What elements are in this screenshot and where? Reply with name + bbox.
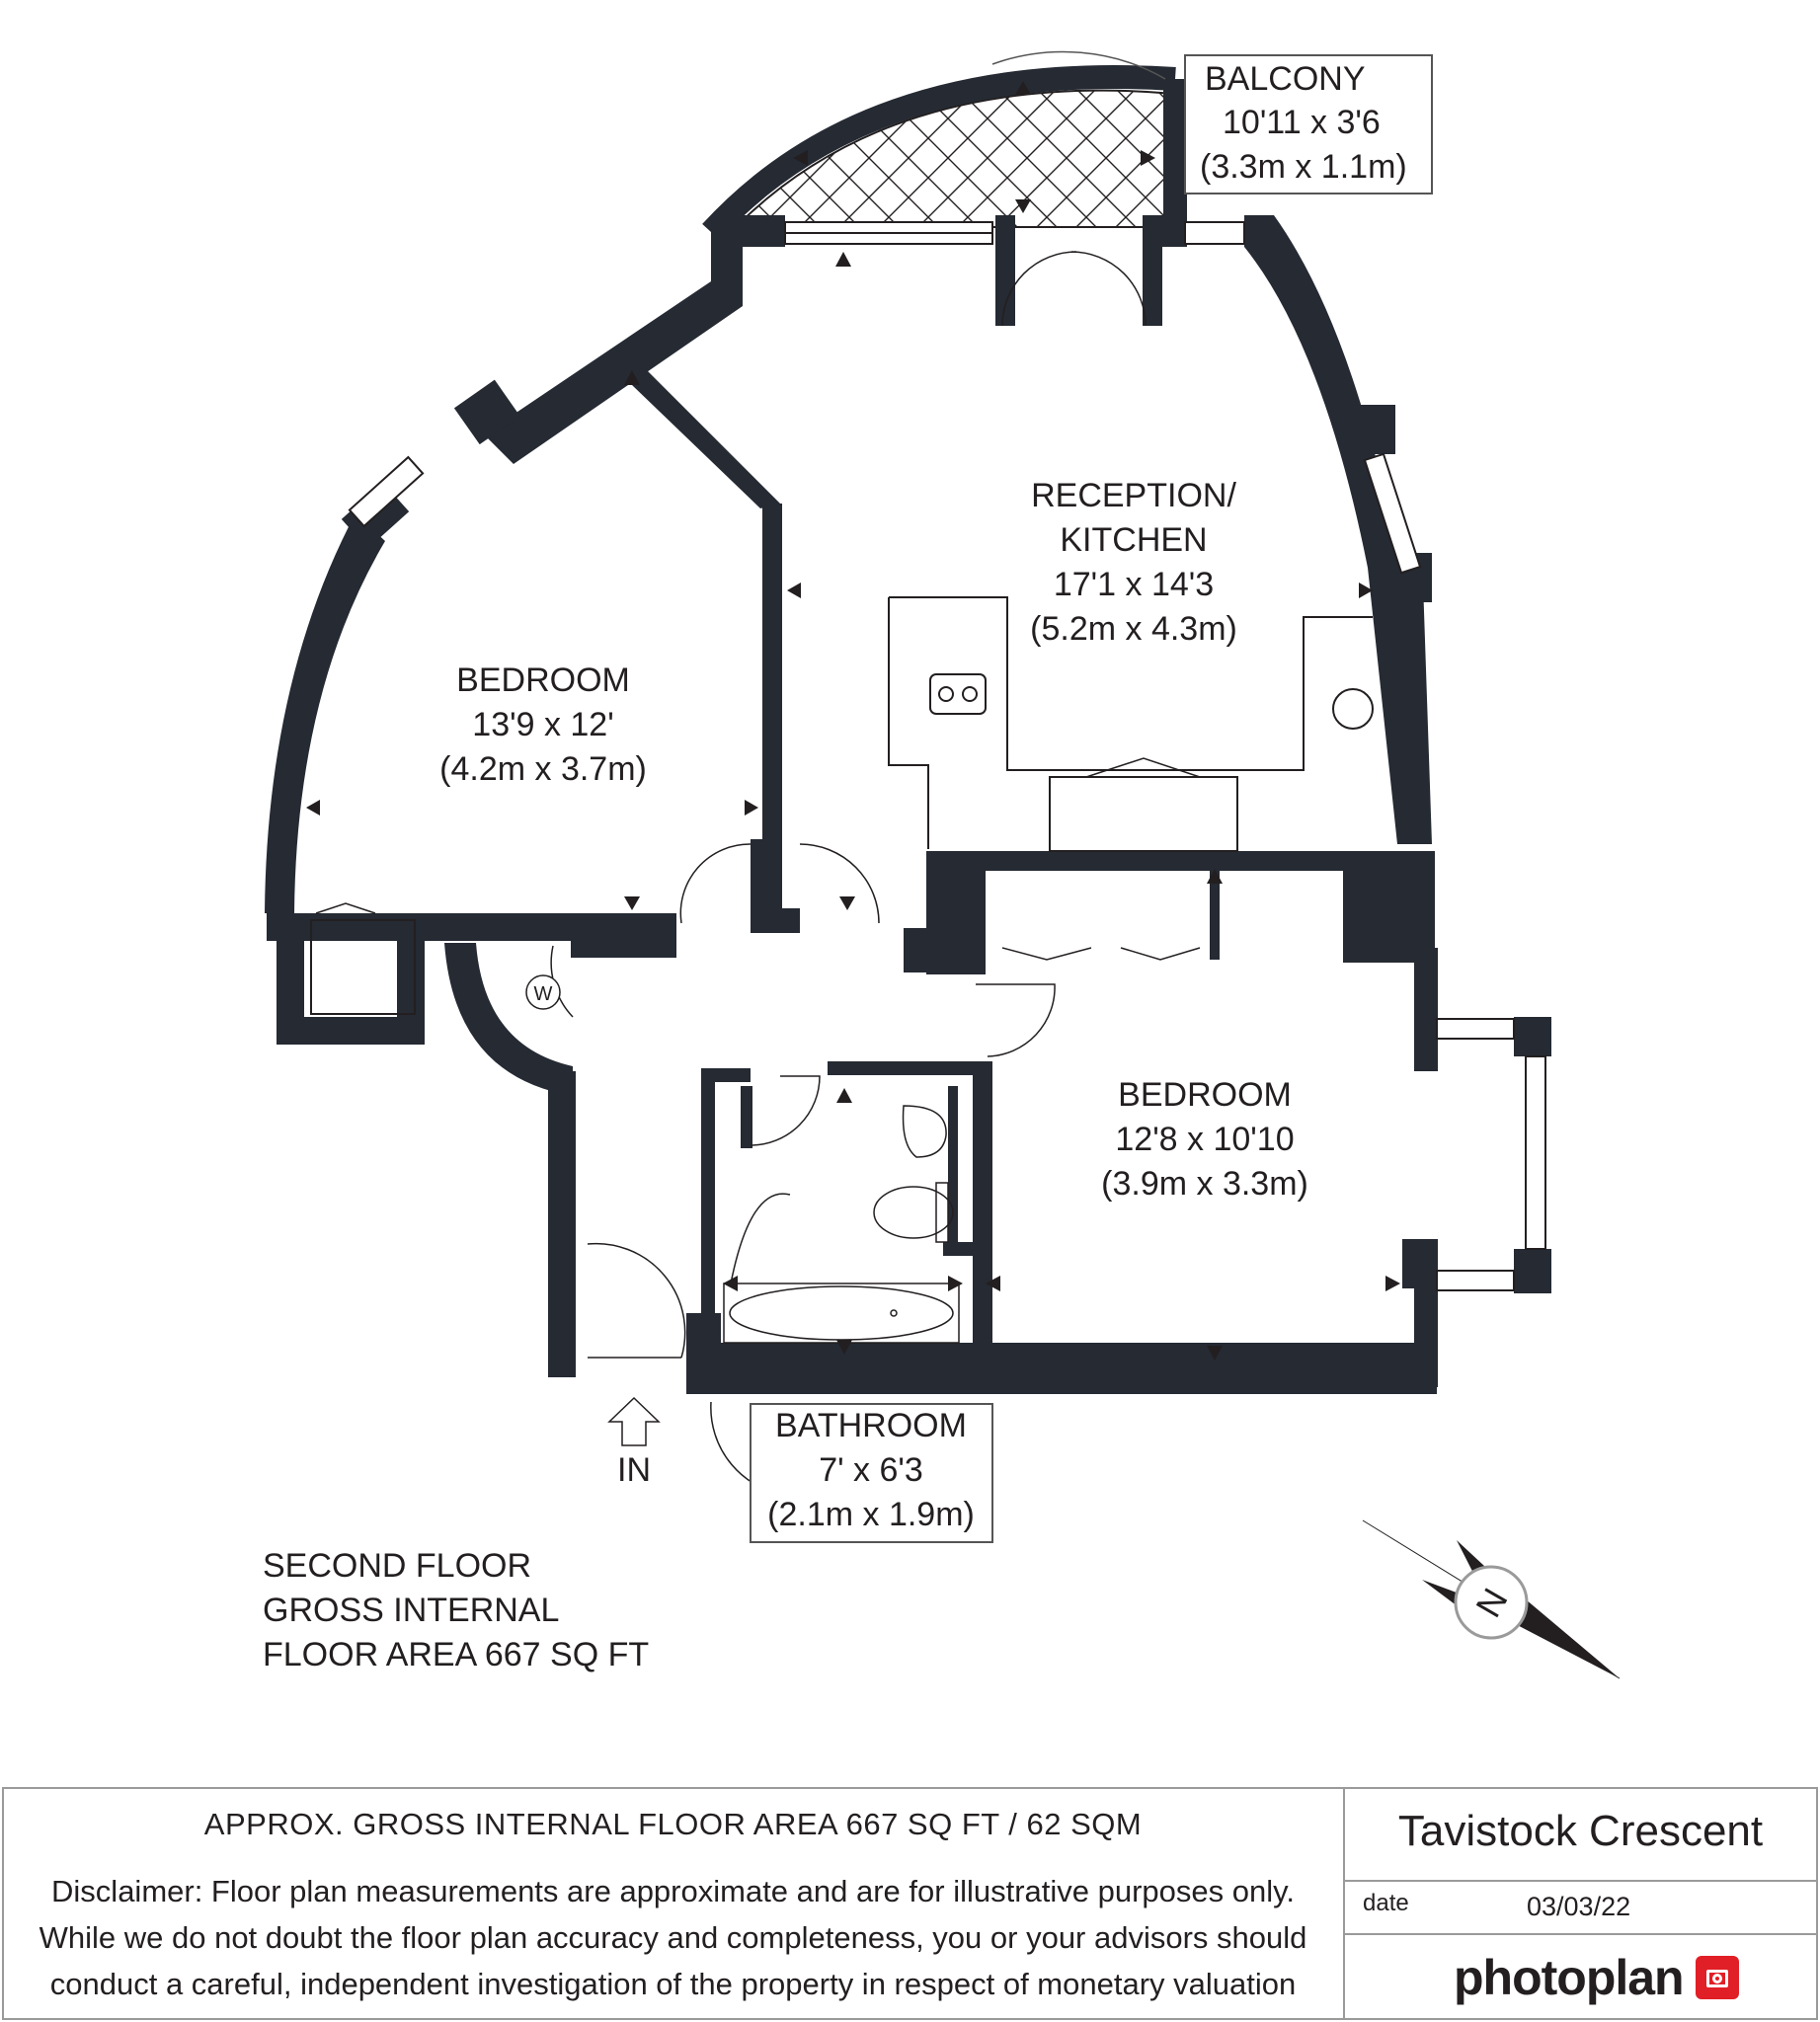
- balcony-metric: (3.3m x 1.1m): [1200, 148, 1407, 186]
- entrance-label: IN: [617, 1451, 651, 1489]
- footer-property: Tavistock Crescent date 03/03/22 photopl…: [1343, 1789, 1816, 2018]
- reception-name-2: KITCHEN: [1060, 521, 1207, 559]
- reception-metric: (5.2m x 4.3m): [1030, 610, 1237, 648]
- bedroom1-label: BEDROOM 13'9 x 12' (4.2m x 3.7m): [439, 661, 647, 788]
- floor-area-text: SECOND FLOOR GROSS INTERNAL FLOOR AREA 6…: [263, 1547, 649, 1673]
- bedroom1-name: BEDROOM: [456, 661, 630, 699]
- compass-icon: N: [1362, 1519, 1621, 1679]
- footer: APPROX. GROSS INTERNAL FLOOR AREA 667 SQ…: [2, 1787, 1818, 2020]
- washer-label: W: [534, 983, 553, 1005]
- windows: [348, 221, 1546, 1291]
- disclaimer-line-3: conduct a careful, independent investiga…: [49, 1967, 1297, 2001]
- entrance-arrow-icon: IN: [607, 1396, 661, 1489]
- bathroom-imperial: 7' x 6'3: [819, 1451, 923, 1489]
- property-name: Tavistock Crescent: [1397, 1807, 1764, 1855]
- footer-area: APPROX. GROSS INTERNAL FLOOR AREA 667 SQ…: [203, 1807, 1143, 1841]
- reception-label: RECEPTION/ KITCHEN 17'1 x 14'3 (5.2m x 4…: [1030, 477, 1237, 648]
- bedroom1-imperial: 13'9 x 12': [472, 706, 613, 743]
- disclaimer-line-2: While we do not doubt the floor plan acc…: [39, 1920, 1307, 1955]
- bathroom-label: BATHROOM 7' x 6'3 (2.1m x 1.9m): [750, 1403, 993, 1543]
- divider: [1345, 1933, 1816, 1935]
- footer-info: APPROX. GROSS INTERNAL FLOOR AREA 667 SQ…: [4, 1789, 1342, 2018]
- balcony-name: BALCONY: [1205, 60, 1366, 98]
- bedroom2-name: BEDROOM: [1118, 1076, 1292, 1114]
- balcony-imperial: 10'11 x 3'6: [1223, 104, 1381, 141]
- bedroom2-imperial: 12'8 x 10'10: [1115, 1121, 1294, 1158]
- washer-icon: W: [525, 974, 561, 1010]
- floor-line-3: FLOOR AREA 667 SQ FT: [263, 1636, 649, 1673]
- floor-line-2: GROSS INTERNAL: [263, 1592, 559, 1629]
- kitchen-counters: [310, 596, 1374, 1015]
- bathroom-name: BATHROOM: [775, 1407, 967, 1444]
- bedroom2-label: BEDROOM 12'8 x 10'10 (3.9m x 3.3m): [1101, 1076, 1308, 1203]
- doors: [315, 251, 1201, 1497]
- floor-plan: BALCONY 10'11 x 3'6 (3.3m x 1.1m) RECEPT…: [263, 50, 1621, 1679]
- photoplan-logo: photoplan: [1454, 1949, 1739, 2006]
- date-label: date: [1363, 1890, 1409, 1916]
- balcony-label: BALCONY 10'11 x 3'6 (3.3m x 1.1m): [1184, 54, 1433, 194]
- camera-icon: [1695, 1956, 1739, 1999]
- brand-name: photoplan: [1454, 1950, 1685, 2005]
- reception-imperial: 17'1 x 14'3: [1054, 566, 1214, 603]
- reception-name-1: RECEPTION/: [1031, 477, 1236, 514]
- disclaimer-line-1: Disclaimer: Floor plan measurements are …: [51, 1874, 1295, 1908]
- bedroom1-metric: (4.2m x 3.7m): [439, 750, 647, 788]
- walls: [265, 215, 1551, 1394]
- date-value: 03/03/22: [1527, 1892, 1631, 1921]
- floor-line-1: SECOND FLOOR: [263, 1547, 531, 1585]
- divider: [1345, 1880, 1816, 1882]
- measure-arrows: [306, 81, 1400, 1361]
- disclaimer: Disclaimer: Floor plan measurements are …: [4, 1868, 1342, 2007]
- bathroom-metric: (2.1m x 1.9m): [767, 1496, 975, 1533]
- bedroom2-metric: (3.9m x 3.3m): [1101, 1165, 1308, 1203]
- bathroom-fixtures: [723, 1105, 960, 1344]
